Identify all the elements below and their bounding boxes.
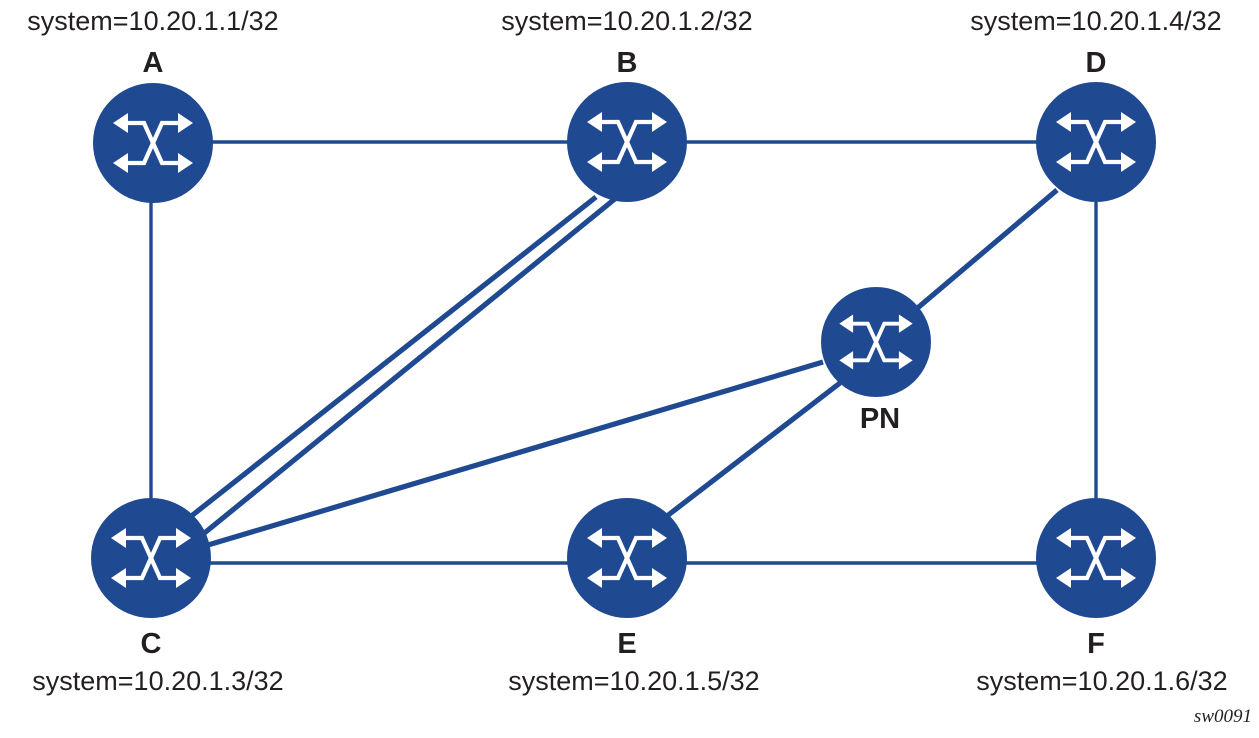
node-pn[interactable] bbox=[821, 287, 931, 397]
node-label-d: D bbox=[1086, 47, 1107, 79]
system-label-c: system=10.20.1.3/32 bbox=[32, 666, 283, 696]
node-label-a: A bbox=[143, 47, 164, 79]
system-label-a: system=10.20.1.1/32 bbox=[27, 6, 278, 36]
node-label-f: F bbox=[1087, 628, 1105, 660]
node-label-b: B bbox=[617, 47, 638, 79]
node-d[interactable] bbox=[1036, 82, 1156, 202]
system-label-f: system=10.20.1.6/32 bbox=[976, 666, 1227, 696]
node-b[interactable] bbox=[567, 82, 687, 202]
system-label-b: system=10.20.1.2/32 bbox=[501, 6, 752, 36]
link-c-b-2 bbox=[200, 195, 618, 538]
node-label-c: C bbox=[141, 628, 162, 660]
node-c[interactable] bbox=[91, 498, 211, 618]
link-c-b-1 bbox=[183, 194, 598, 524]
node-f[interactable] bbox=[1036, 498, 1156, 618]
link-pn-d bbox=[912, 188, 1059, 313]
link-c-pn bbox=[207, 359, 824, 548]
nodes-layer bbox=[91, 82, 1156, 618]
node-e[interactable] bbox=[567, 498, 687, 618]
system-label-d: system=10.20.1.4/32 bbox=[970, 6, 1221, 36]
node-label-e: E bbox=[617, 628, 636, 660]
figure-id-watermark: sw0091 bbox=[1194, 706, 1252, 727]
link-pn-e bbox=[665, 380, 842, 519]
node-label-pn: PN bbox=[860, 403, 900, 435]
node-a[interactable] bbox=[93, 83, 213, 203]
links-layer bbox=[149, 140, 1098, 565]
labels-layer: Asystem=10.20.1.1/32Bsystem=10.20.1.2/32… bbox=[27, 6, 1227, 696]
system-label-e: system=10.20.1.5/32 bbox=[508, 666, 759, 696]
